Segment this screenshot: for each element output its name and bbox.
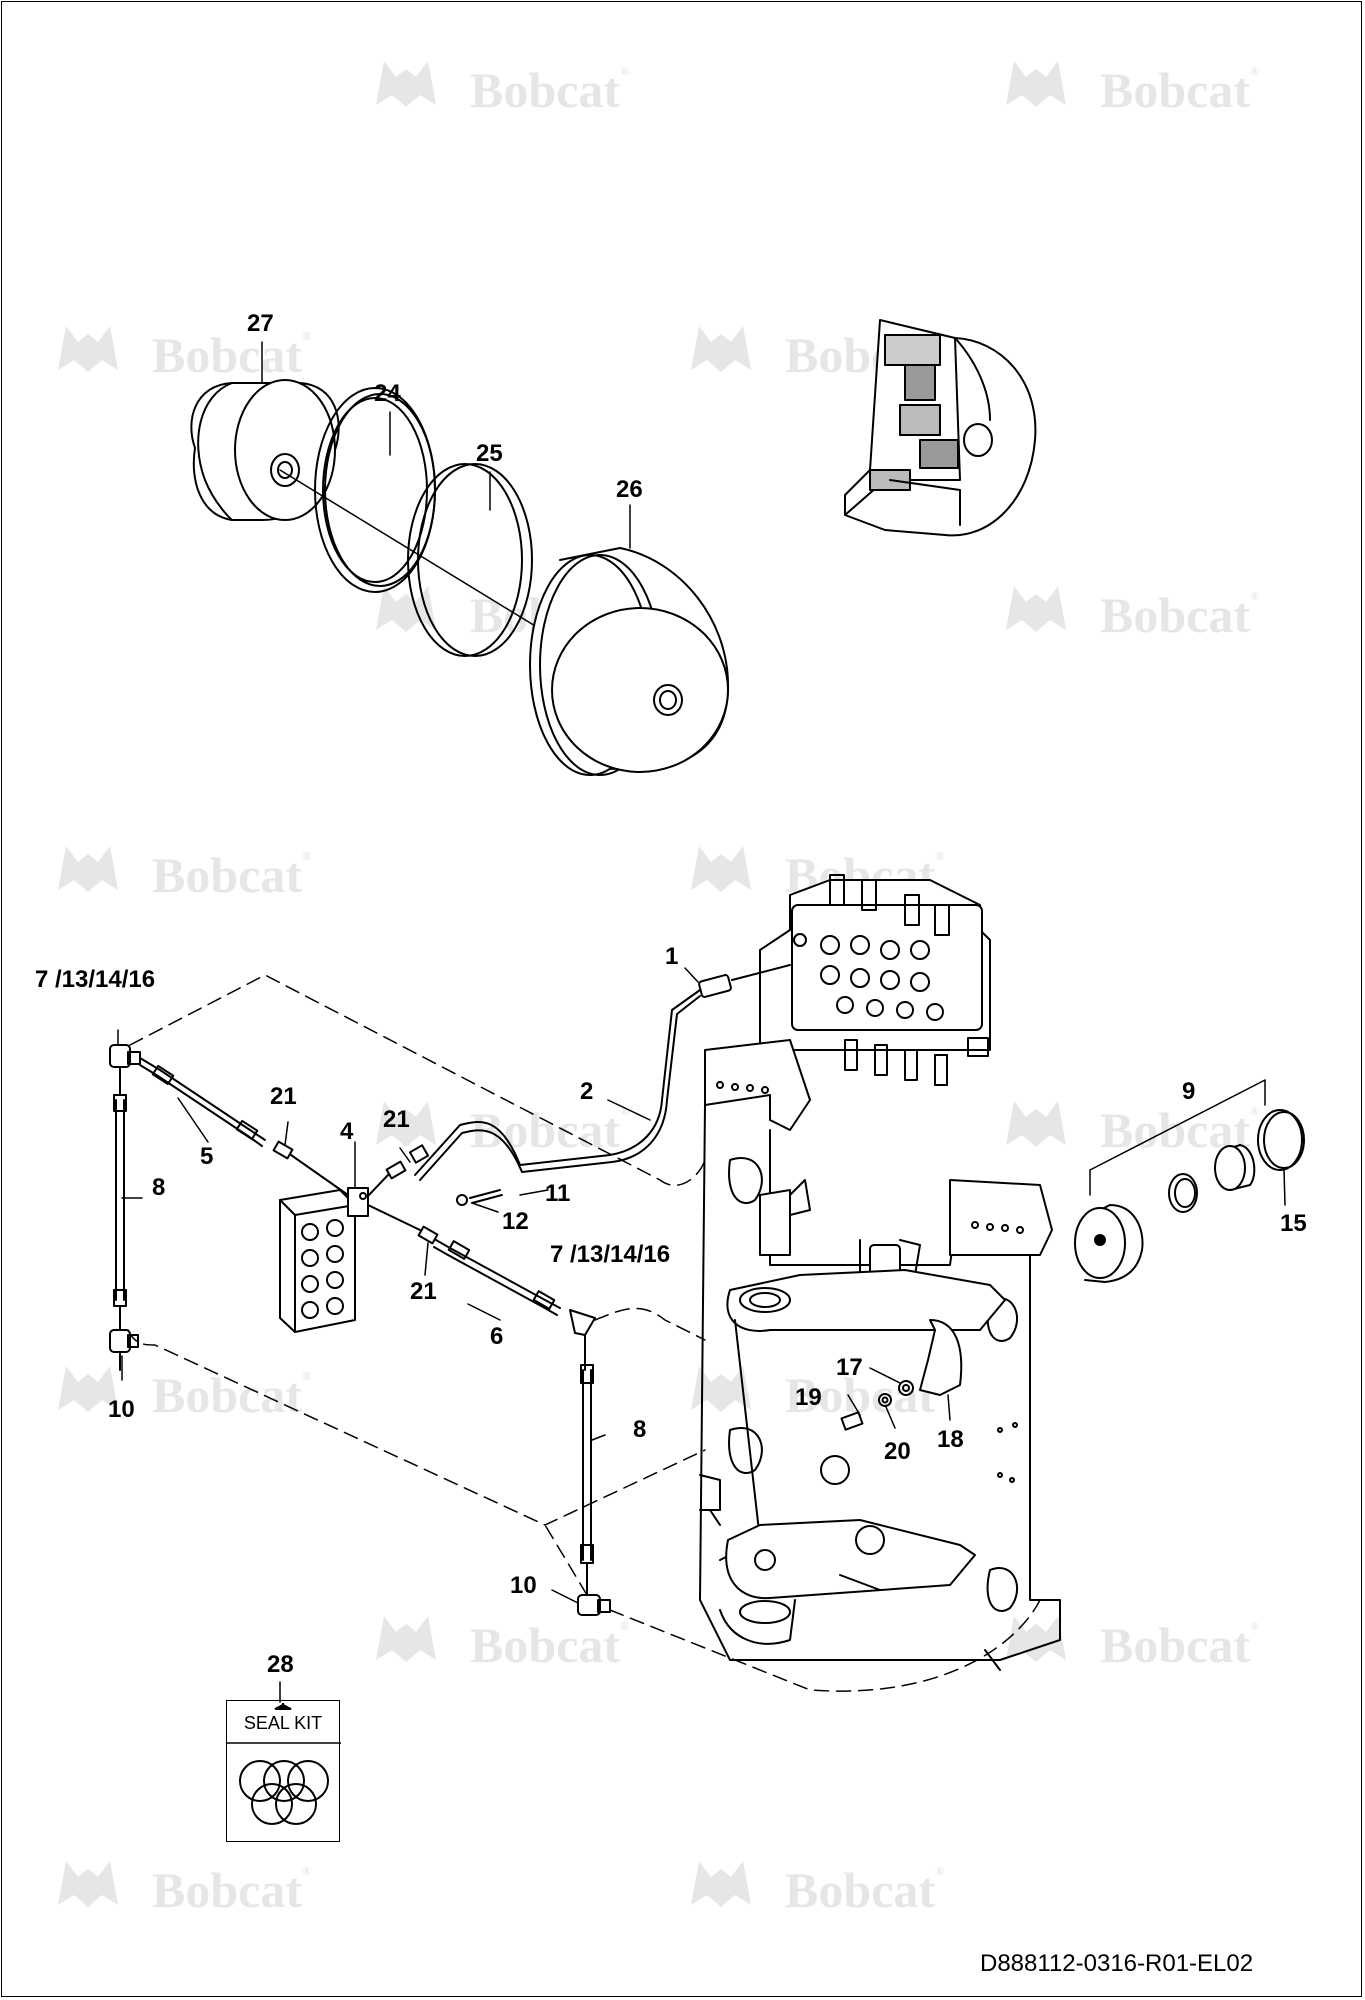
callout-11: 11 <box>545 1180 571 1207</box>
callout-21-upper-right: 21 <box>383 1106 410 1133</box>
fitting-elbow-upper <box>109 1044 141 1068</box>
part-25-ring <box>407 463 533 657</box>
document-id: D888112-0316-R01-EL02 <box>980 1950 1254 1977</box>
callout-21-lower: 21 <box>410 1278 437 1305</box>
callout-21-upper-left: 21 <box>270 1083 297 1110</box>
callout-15: 15 <box>1280 1210 1307 1237</box>
fitting-21-pieces <box>272 1140 439 1245</box>
watermark-text: Bobcat® <box>152 1862 311 1918</box>
watermark-text: Bobcat® <box>1100 62 1259 118</box>
washer-20 <box>878 1393 892 1407</box>
bobcat-logo-icon <box>58 1861 118 1907</box>
part-11-12-bolt <box>456 1189 503 1206</box>
callout-18: 18 <box>937 1426 964 1453</box>
plate-4 <box>347 1187 369 1217</box>
bobcat-logo-icon <box>376 1616 436 1662</box>
watermark-text: Bobcat® <box>470 1102 629 1158</box>
bobcat-logo-icon <box>1006 1101 1066 1147</box>
part-9-components <box>1074 1144 1256 1283</box>
bolt-19 <box>840 1411 864 1431</box>
seal-kit-box: SEAL KIT <box>226 1700 341 1842</box>
callout-17: 17 <box>836 1354 863 1381</box>
bobcat-logo-icon <box>376 61 436 107</box>
hose-5 <box>139 1057 266 1147</box>
bobcat-logo-icon <box>691 1366 751 1412</box>
callout-24: 24 <box>374 380 401 407</box>
section-view <box>844 319 1037 537</box>
callout-28: 28 <box>267 1651 294 1678</box>
callout-12: 12 <box>502 1208 529 1235</box>
callout-20: 20 <box>884 1438 911 1465</box>
part-26-cylinder <box>529 547 730 776</box>
callout-7-13-14-16-upper: 7 /13/14/16 <box>35 966 156 993</box>
bobcat-logo-icon <box>58 1366 118 1412</box>
bracket-line-9 <box>1089 1079 1266 1196</box>
callout-6: 6 <box>490 1323 504 1350</box>
tube-2 <box>414 989 701 1181</box>
callout-2: 2 <box>580 1078 594 1105</box>
callout-8-left: 8 <box>152 1174 166 1201</box>
manifold-block <box>279 1189 356 1333</box>
bobcat-logo-icon <box>58 326 118 372</box>
watermark-text: Bobcat® <box>152 847 311 903</box>
callout-8-right: 8 <box>633 1416 647 1443</box>
bobcat-logo-icon <box>1006 586 1066 632</box>
bobcat-logo-icon <box>691 326 751 372</box>
watermark-text: Bobcat® <box>1100 587 1259 643</box>
callout-10-right: 10 <box>510 1572 537 1599</box>
callout-1: 1 <box>665 943 679 970</box>
hose-6 <box>433 1239 561 1316</box>
part-27-piston <box>190 379 340 521</box>
watermark-text: Bobcat® <box>785 1862 944 1918</box>
watermark-text: Bobcat® <box>1100 1617 1259 1673</box>
fitting-elbow-lower-left <box>109 1329 139 1371</box>
bracket-18 <box>919 1319 963 1396</box>
fitting-elbow-lower-right <box>577 1594 611 1616</box>
hose-8-left <box>113 1066 127 1331</box>
callout-19: 19 <box>795 1384 822 1411</box>
callout-25: 25 <box>476 440 503 467</box>
hose-8-right <box>580 1364 594 1596</box>
washer-17 <box>898 1380 914 1396</box>
callout-26: 26 <box>616 476 643 503</box>
callout-10-left: 10 <box>108 1396 135 1423</box>
callout-5: 5 <box>200 1143 214 1170</box>
callout-7-13-14-16-lower: 7 /13/14/16 <box>550 1241 671 1268</box>
bobcat-logo-icon <box>691 846 751 892</box>
loader-frame <box>699 1039 1061 1671</box>
bobcat-logo-icon <box>58 846 118 892</box>
watermark-text: Bobcat® <box>152 327 311 383</box>
seal-kit-label: SEAL KIT <box>243 1713 323 1733</box>
assembly-dashed-lines <box>127 974 1041 1692</box>
watermark-text: Bobcat® <box>785 1367 944 1423</box>
control-valve <box>759 874 991 1086</box>
part-24-seal-ring <box>314 387 436 593</box>
fitting-tee <box>569 1309 596 1371</box>
callout-4: 4 <box>340 1118 354 1145</box>
bobcat-logo-icon <box>691 1861 751 1907</box>
callout-27: 27 <box>247 310 274 337</box>
bobcat-logo-icon <box>1006 61 1066 107</box>
watermark-text: Bobcat® <box>470 1617 629 1673</box>
bobcat-logo-icon <box>376 1101 436 1147</box>
o-rings-icon <box>227 1703 341 1825</box>
part-15-disc <box>1257 1109 1305 1171</box>
watermark-text: Bobcat® <box>470 62 629 118</box>
leader-lines <box>117 341 1286 1703</box>
callout-9: 9 <box>1182 1078 1196 1105</box>
